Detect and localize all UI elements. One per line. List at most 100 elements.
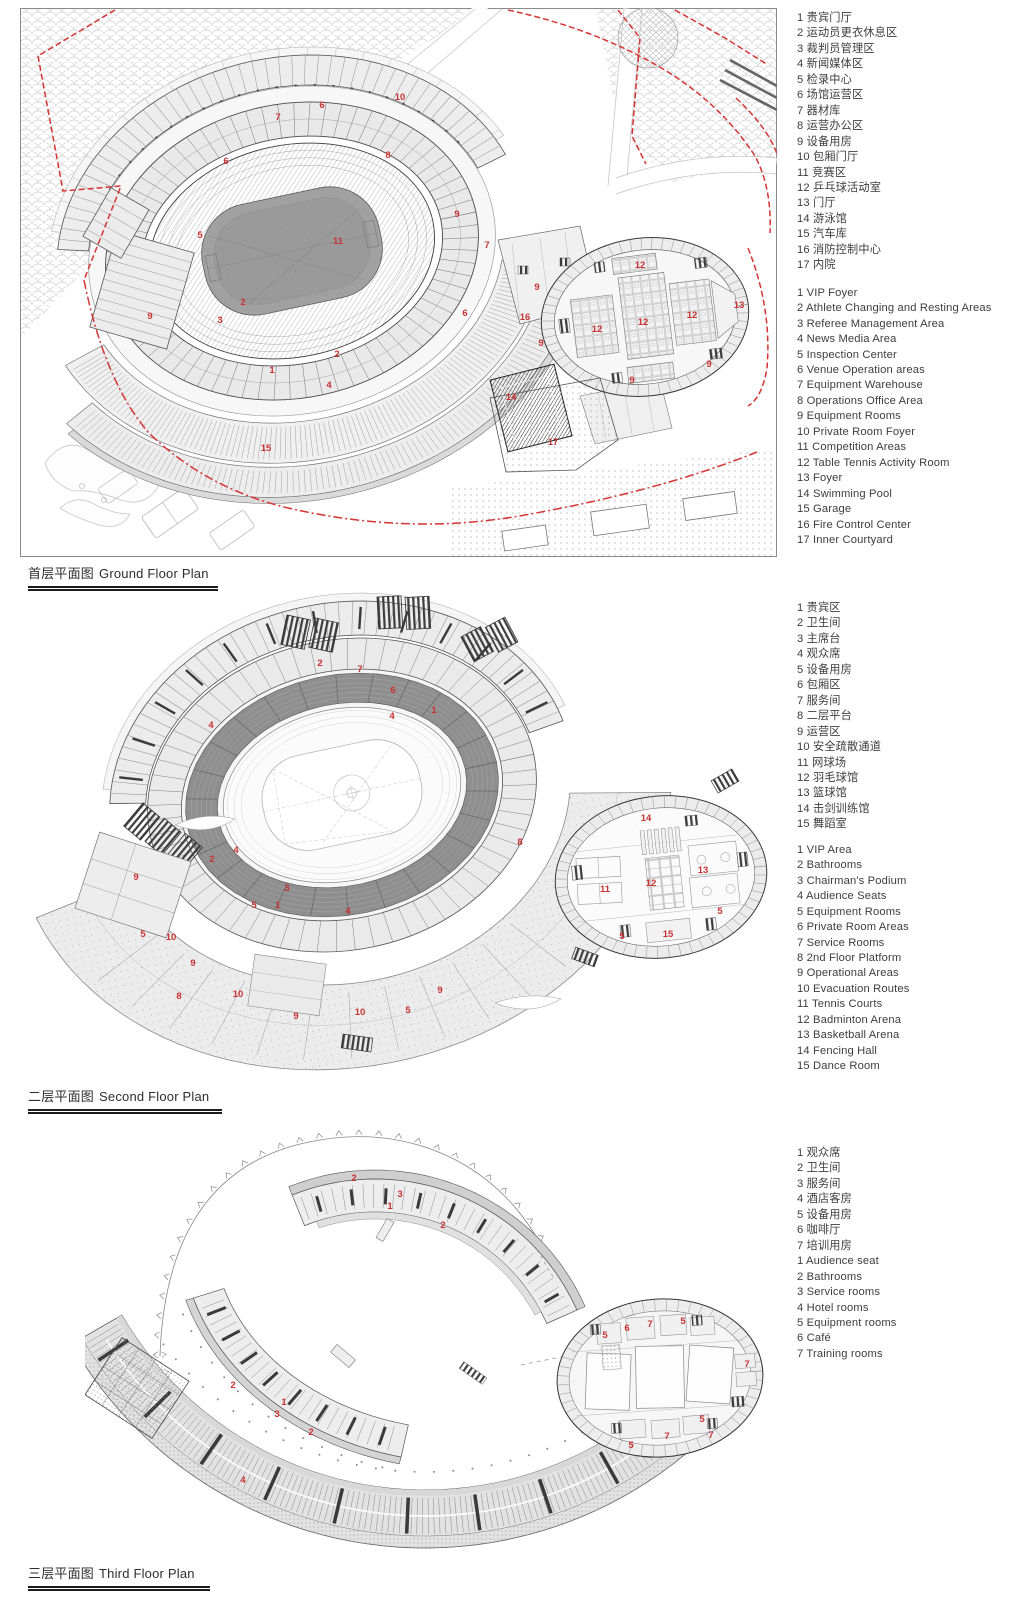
plaza-circle: [617, 8, 679, 69]
hotel-end-block: [85, 1337, 190, 1439]
room-label-12: 12: [592, 324, 603, 335]
room-label-6: 6: [390, 685, 395, 696]
legend-item: 12 Table Tennis Activity Room: [797, 456, 950, 469]
middle-crescent: [185, 1288, 409, 1465]
room-label-1: 1: [431, 705, 437, 716]
room-label-5: 5: [405, 1005, 411, 1016]
room-label-6: 6: [462, 308, 467, 319]
legend-item: 11 竞赛区: [797, 166, 847, 179]
legend-item: 9 Operational Areas: [797, 967, 899, 980]
room-label-5: 5: [602, 1330, 608, 1341]
room-label-9: 9: [629, 375, 634, 386]
legend-item: 8 Operations Office Area: [797, 394, 923, 407]
room-label-6: 6: [319, 100, 324, 111]
room-label-10: 10: [233, 989, 244, 1000]
room-label-9: 9: [454, 209, 459, 220]
stair-blocks: [123, 595, 740, 1053]
legend-item: 4 Audience Seats: [797, 890, 887, 903]
cafe-area: [601, 1344, 622, 1371]
annex-foyer: [710, 280, 739, 339]
room-label-11: 11: [600, 884, 611, 895]
room-label-14: 14: [641, 813, 652, 824]
room-label-2: 2: [308, 1427, 313, 1438]
platform-ramp: [174, 815, 236, 830]
legend-item: 13 门厅: [797, 197, 836, 210]
legend-item: 2 Athlete Changing and Resting Areas: [797, 302, 992, 315]
legend-item: 4 酒店客房: [797, 1193, 852, 1206]
west-operations-block: [74, 831, 192, 939]
skylight-void: [685, 1344, 735, 1405]
legend-item: 10 安全疏散通道: [797, 741, 882, 754]
room-label-12: 12: [646, 878, 657, 889]
room-label-4: 4: [345, 906, 351, 917]
legend-item: 8 运营办公区: [797, 120, 864, 133]
legend-item: 2 卫生间: [797, 1162, 841, 1175]
room-label-3: 3: [397, 1189, 402, 1200]
legend-item: 5 设备用房: [797, 1208, 852, 1221]
legend-item: 11 Competition Areas: [797, 441, 907, 454]
legend-item: 10 包厢门厅: [797, 151, 859, 164]
room-label-13: 13: [734, 300, 745, 311]
legend-item: 6 场馆运营区: [797, 89, 864, 102]
site-boundary: [37, 9, 777, 525]
legend-item: 3 Service rooms: [797, 1286, 881, 1299]
room-label-2: 2: [230, 1380, 235, 1391]
legend-item: 16 消防控制中心: [797, 243, 882, 256]
room-label-7: 7: [275, 112, 280, 123]
room-label-10: 10: [166, 932, 177, 943]
legend-item: 1 观众席: [797, 1147, 841, 1159]
room-label-12: 12: [687, 310, 698, 321]
legend-item: 17 Inner Courtyard: [797, 533, 893, 546]
legend-item: 17 内院: [797, 259, 836, 272]
room-label-5: 5: [251, 900, 257, 911]
legend-item: 7 服务间: [797, 694, 841, 707]
legend-item: 2 运动员更衣休息区: [797, 27, 898, 40]
north-rooms-band: [102, 592, 566, 804]
legend-item: 5 Equipment Rooms: [797, 905, 901, 918]
room-label-3: 3: [274, 1409, 279, 1420]
room-label-8: 8: [385, 150, 390, 161]
caption-en: Third Floor Plan: [99, 1566, 195, 1581]
room-label-12: 12: [638, 317, 649, 328]
gymnasium-annex: [554, 795, 768, 959]
fencing-hall-strips: [639, 826, 682, 856]
legend-item: 10 Private Room Foyer: [797, 425, 916, 438]
legend-item: 3 Referee Management Area: [797, 317, 945, 330]
competition-field: [201, 186, 383, 316]
legend-item: 1 Audience seat: [797, 1255, 879, 1268]
room-label-5: 5: [619, 931, 625, 942]
room-label-10: 10: [355, 1007, 366, 1018]
room-label-6: 6: [624, 1323, 629, 1334]
legend-item: 15 Garage: [797, 503, 852, 516]
training-annex: [556, 1298, 764, 1458]
caption-zh: 二层平面图: [28, 1089, 95, 1104]
skylight-void: [635, 1345, 685, 1409]
room-label-6: 6: [223, 156, 228, 167]
legend-item: 9 设备用房: [797, 135, 852, 148]
room-label-2: 2: [240, 297, 245, 308]
legend-item: 13 Foyer: [797, 472, 843, 485]
sport-court: [142, 488, 198, 538]
legend-item: 8 2nd Floor Platform: [797, 951, 902, 964]
inner-courtyard: [489, 377, 619, 473]
stadium: [51, 46, 572, 504]
legend-item: 1 贵宾区: [797, 602, 841, 614]
room-label-5: 5: [197, 230, 203, 241]
legend-item: 4 观众席: [797, 648, 841, 661]
legend-item: 7 Service Rooms: [797, 936, 885, 949]
legend-item: 15 汽车库: [797, 228, 848, 241]
legend-item: 3 Chairman's Podium: [797, 874, 907, 887]
room-label-11: 11: [333, 236, 344, 247]
stadium: [35, 592, 672, 1071]
room-label-16: 16: [520, 312, 531, 323]
